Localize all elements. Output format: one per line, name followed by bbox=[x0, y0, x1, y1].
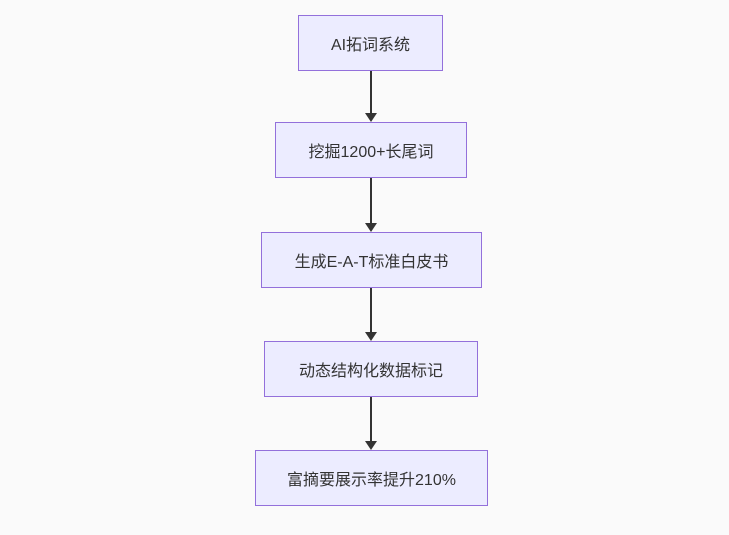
node-label: 生成E-A-T标准白皮书 bbox=[294, 254, 449, 271]
arrowhead-icon bbox=[365, 332, 377, 341]
node-label: AI拓词系统 bbox=[330, 37, 411, 54]
node-label: 富摘要展示率提升210% bbox=[287, 472, 456, 489]
node-rich-snippet-uplift: 富摘要展示率提升210% bbox=[255, 450, 488, 506]
node-label: 动态结构化数据标记 bbox=[298, 363, 443, 380]
node-longtail-keyword-mining: 挖掘1200+长尾词 bbox=[275, 122, 467, 178]
arrow-line bbox=[370, 288, 372, 332]
arrow-line bbox=[370, 397, 372, 441]
flow-arrow bbox=[365, 288, 377, 341]
node-label: 挖掘1200+长尾词 bbox=[308, 144, 434, 161]
arrow-line bbox=[370, 71, 372, 113]
arrowhead-icon bbox=[365, 441, 377, 450]
flow-arrow bbox=[365, 397, 377, 450]
arrow-line bbox=[370, 178, 372, 223]
arrowhead-icon bbox=[365, 223, 377, 232]
node-eat-whitepaper: 生成E-A-T标准白皮书 bbox=[261, 232, 482, 288]
flow-arrow bbox=[365, 178, 377, 232]
node-structured-data-markup: 动态结构化数据标记 bbox=[264, 341, 478, 397]
node-ai-expansion-system: AI拓词系统 bbox=[298, 15, 443, 71]
flow-arrow bbox=[365, 71, 377, 122]
arrowhead-icon bbox=[365, 113, 377, 122]
